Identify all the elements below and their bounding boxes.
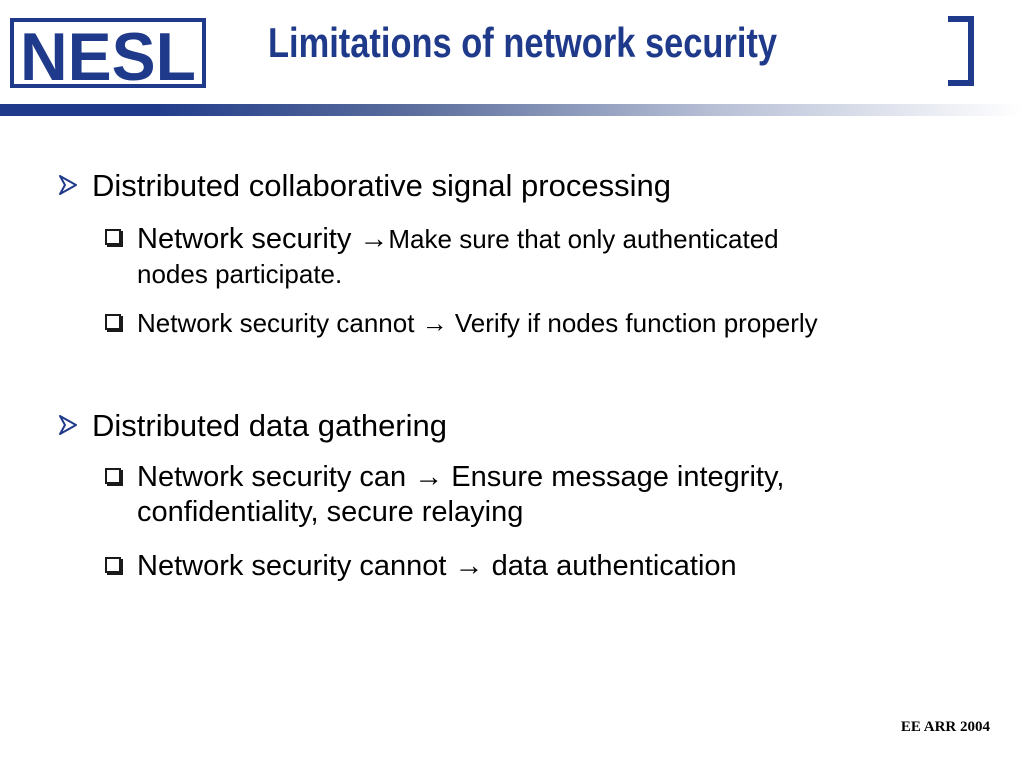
header-gradient-bar [0, 104, 1024, 116]
sub-1-1-rest: Make sure that only authenticated [388, 224, 779, 254]
bullet-2-text: Distributed data gathering [92, 408, 448, 443]
logo-text: NESL [20, 19, 196, 95]
checkbox-bullet-icon [105, 229, 121, 245]
checkbox-bullet-icon [105, 557, 121, 573]
header-bar-accent [0, 104, 160, 116]
sub-2-1-line1: Network security can → Ensure message in… [137, 461, 785, 493]
sub-1-1-lead: Network security → [137, 223, 389, 255]
slide-title: Limitations of network security [268, 19, 778, 66]
sub-1-1-cont: nodes participate. [137, 258, 343, 289]
bullet-1-text: Distributed collaborative signal process… [92, 168, 671, 203]
bracket-decoration [948, 16, 974, 86]
sub-1-2-text: Network security cannot → Verify if node… [137, 308, 818, 338]
checkbox-bullet-icon [105, 468, 121, 484]
sub-2-2-text: Network security cannot → data authentic… [137, 550, 737, 582]
footer-text: EE ARR 2004 [900, 719, 990, 735]
nesl-logo: NESL [10, 18, 206, 95]
sub-2-1-line2: confidentiality, secure relaying [137, 495, 524, 528]
arrow-bullet-icon [59, 175, 77, 195]
checkbox-bullet-icon [105, 314, 121, 330]
arrow-bullet-icon [59, 415, 77, 435]
